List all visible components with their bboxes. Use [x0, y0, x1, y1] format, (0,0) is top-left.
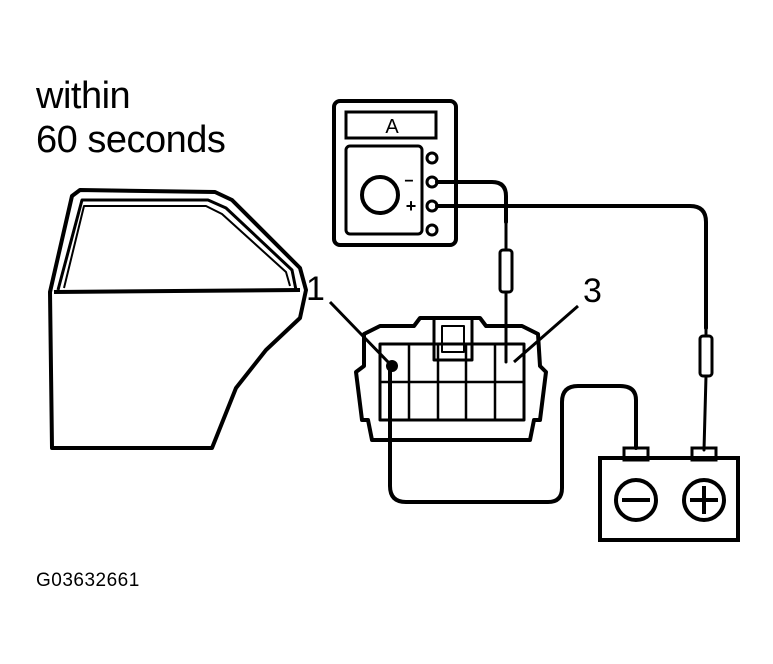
callout-lines — [328, 300, 579, 366]
meter-plus-label: + — [406, 196, 417, 216]
instruction-line-2: 60 seconds — [36, 119, 226, 161]
meter-minus-label: − — [404, 173, 413, 190]
battery-positive-icon — [682, 478, 726, 522]
meter-display-label: A — [385, 116, 399, 138]
instruction-line-1: within — [36, 75, 131, 117]
multimeter — [332, 99, 458, 247]
connector — [354, 316, 548, 442]
callout-3: 3 — [583, 272, 602, 310]
jumper-wire — [388, 366, 638, 504]
callout-1: 1 — [306, 270, 325, 308]
battery-negative-icon — [614, 478, 658, 522]
battery — [598, 446, 740, 542]
figure-id: G03632661 — [36, 570, 140, 591]
meter-dial-icon — [360, 175, 400, 215]
door-illustration — [48, 188, 308, 450]
